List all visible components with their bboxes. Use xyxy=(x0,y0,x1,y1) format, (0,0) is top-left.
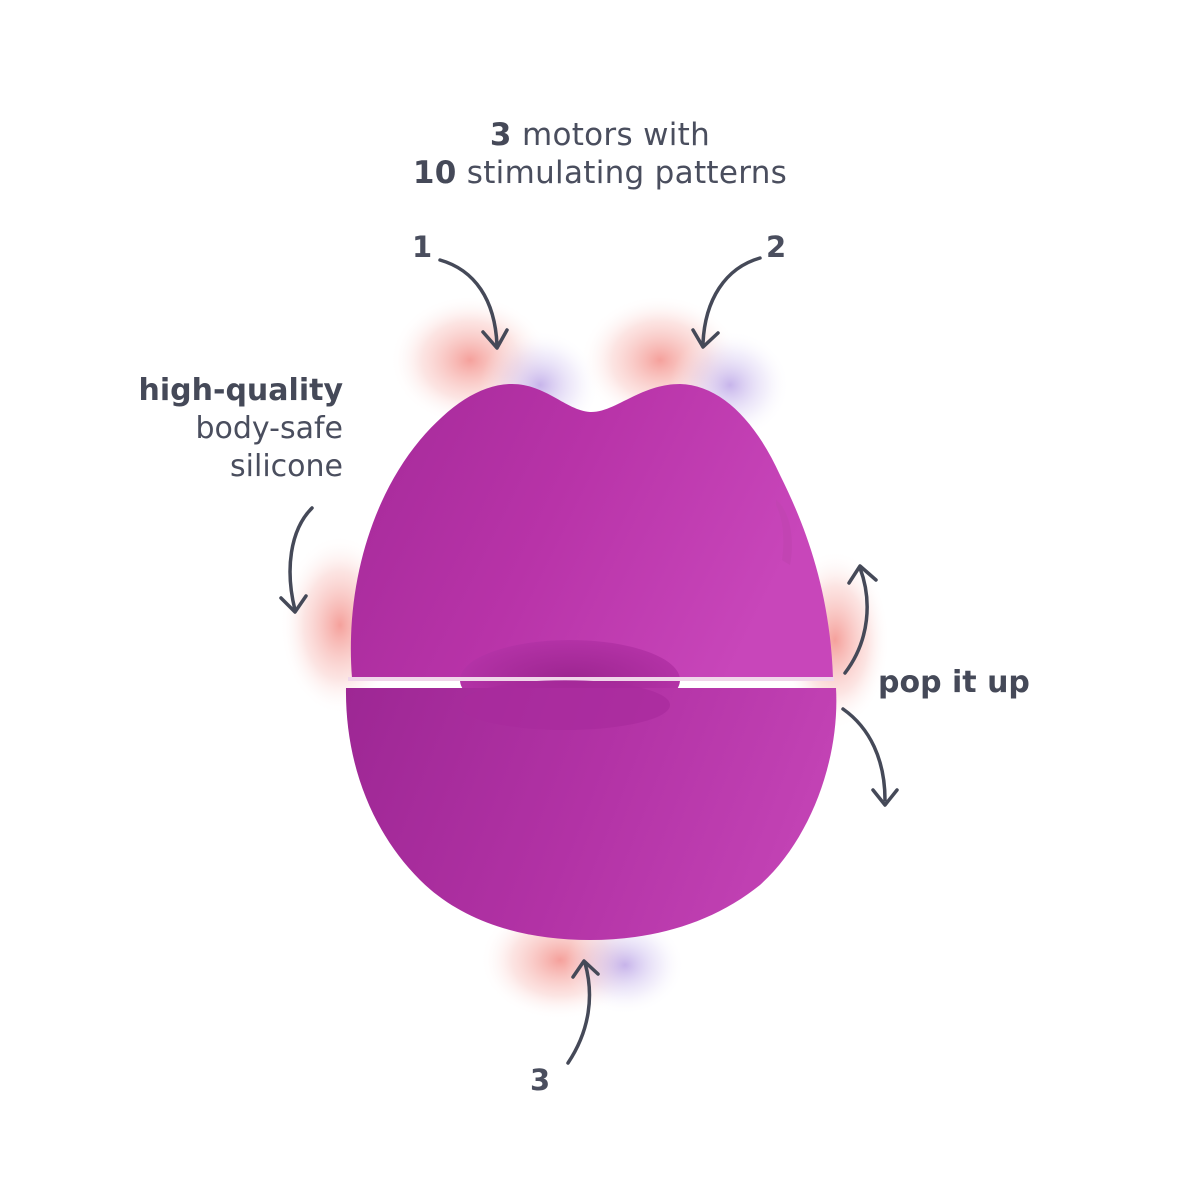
pop-callout: pop it up xyxy=(878,665,1030,700)
seam-line xyxy=(348,677,834,681)
headline-line-1-text: motors with xyxy=(511,117,711,153)
material-callout-bold: high-quality xyxy=(138,373,343,408)
headline-line-2-text: stimulating patterns xyxy=(456,155,788,191)
curved-arrow-down-icon xyxy=(279,506,314,614)
product-top-half xyxy=(350,383,833,678)
motor-number-3: 3 xyxy=(530,1063,551,1097)
material-callout-line-2: body-safe xyxy=(195,411,343,446)
curved-arrow-down-left-icon xyxy=(691,256,762,349)
material-callout: high-quality body-safe silicone xyxy=(139,372,343,486)
headline-line-2: 10 stimulating patterns xyxy=(0,154,1200,192)
motor-number-2: 2 xyxy=(766,230,787,264)
headline-line-1: 3 motors with xyxy=(0,116,1200,154)
curved-arrow-down-right-icon xyxy=(438,258,509,350)
pattern-count: 10 xyxy=(412,155,457,191)
curved-arrow-up-icon xyxy=(843,564,878,675)
motor-number-1: 1 xyxy=(412,230,433,264)
motor-count: 3 xyxy=(489,117,512,153)
lip-groove-lower xyxy=(460,680,670,730)
product-bottom-half xyxy=(345,688,837,940)
side-button xyxy=(776,500,792,565)
headline: 3 motors with 10 stimulating patterns xyxy=(0,116,1200,192)
curved-arrow-up-3-icon xyxy=(566,959,600,1065)
material-callout-line-3: silicone xyxy=(230,449,343,484)
curved-arrow-down-right-small-icon xyxy=(841,707,899,807)
